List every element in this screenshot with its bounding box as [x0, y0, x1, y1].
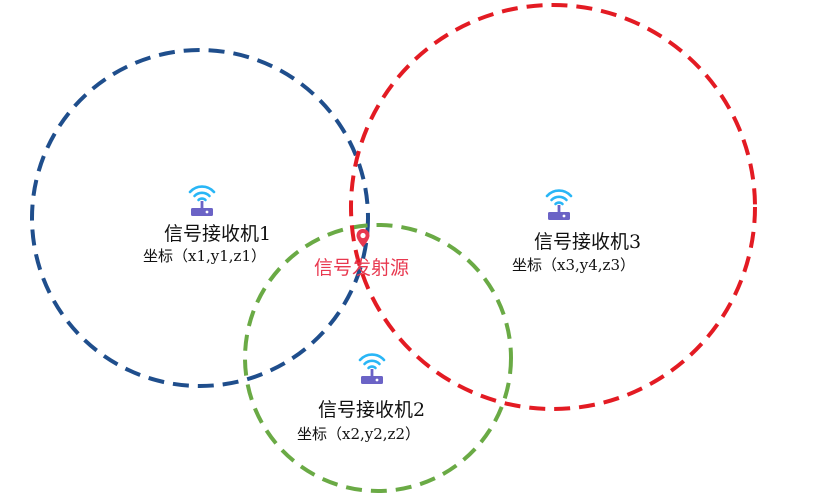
receiver-1-name: 信号接收机1: [164, 223, 272, 245]
receiver-2-circle: [243, 223, 513, 493]
router-wifi-icon: [188, 185, 216, 216]
router-wifi-icon: [545, 189, 573, 220]
receiver-1-circle: [30, 48, 370, 388]
receiver-2-name: 信号接收机2: [318, 399, 426, 421]
receiver-3-coordinates: 坐标（x3,y4,z3）: [512, 256, 636, 274]
receiver-2-coordinates: 坐标（x2,y2,z2）: [297, 425, 421, 443]
receiver-3-circle: [349, 3, 757, 411]
location-pin-icon: [356, 229, 370, 247]
receiver-1-coordinates: 坐标（x1,y1,z1）: [143, 247, 267, 265]
router-wifi-icon: [358, 353, 386, 384]
signal-source-label: 信号发射源: [314, 257, 410, 279]
receiver-3-name: 信号接收机3: [534, 231, 642, 253]
